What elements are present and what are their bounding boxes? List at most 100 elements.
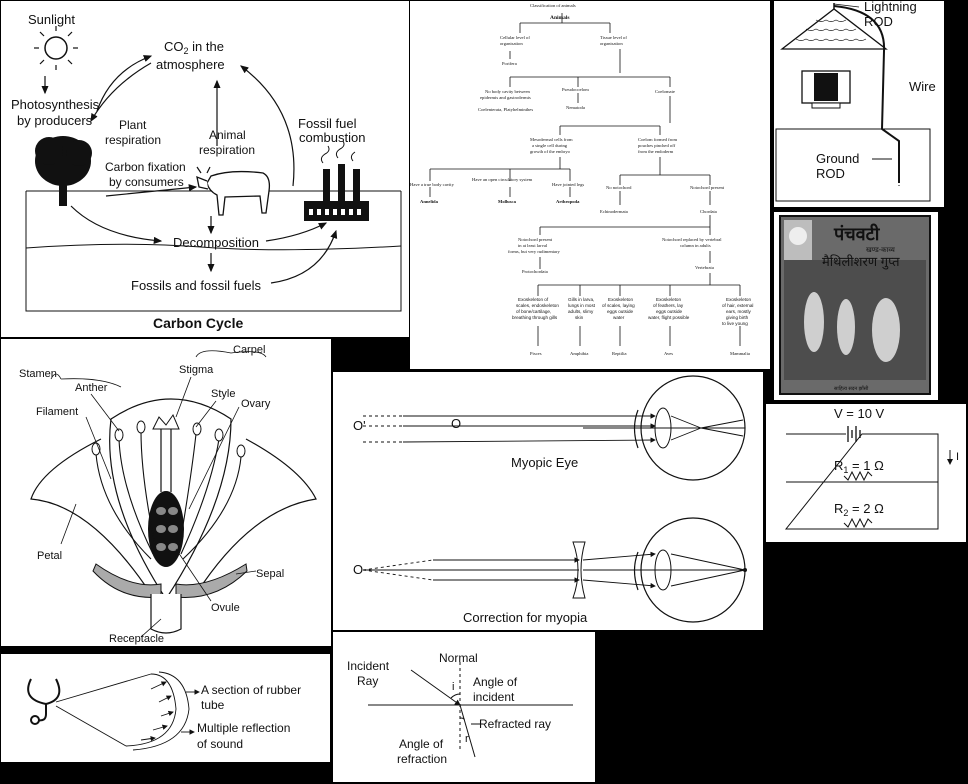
node-coelom-2: pouches pinched off <box>638 143 676 148</box>
book-author: मैथिलीशरण गुप्त <box>822 254 900 270</box>
node-animals: Animals <box>550 15 570 21</box>
node-meso-1: Mesodermal cells from <box>530 137 573 142</box>
label-refracted-ray: Refracted ray <box>479 717 551 731</box>
desc-amph-1: Gills in larva, <box>568 297 594 302</box>
node-coelomate: Coelomate <box>655 89 675 94</box>
node-body-cavity: Have a true body cavity <box>410 182 455 187</box>
carbon-cycle-diagram: Sunlight CO2 in the atmosphere Photosynt… <box>1 1 409 337</box>
node-aves: Aves <box>664 351 673 356</box>
node-tissue-2: organisation <box>600 41 623 46</box>
refraction-panel: Incident Ray Normal i Angle of incident … <box>333 632 595 782</box>
node-vert-2: column in adults <box>680 243 711 248</box>
label-receptacle: Receptacle <box>109 633 164 645</box>
label-r: r <box>465 733 469 745</box>
label-stigma: Stigma <box>179 364 214 376</box>
classification-panel: Classification of animals Animals Cellul… <box>410 1 770 369</box>
lightning-rod-diagram: Lightning ROD Wire Ground ROD <box>774 1 944 207</box>
label-wire: Wire <box>909 79 936 94</box>
myopia-panel: O' O Myopic Eye O Correction for myopia <box>333 372 763 630</box>
classification-title: Classification of animals <box>530 3 576 8</box>
node-noto-3: forms, but very rudimentary <box>508 249 560 255</box>
flower-diagram: Carpel Stamen Stigma Anther Style Filame… <box>1 339 331 646</box>
node-jointed-legs: Have jointed legs <box>552 182 584 187</box>
desc-aves-4: water, flight possible <box>648 315 690 320</box>
tree-icon <box>35 136 92 206</box>
label-ray: Ray <box>357 674 378 688</box>
label-combustion: combustion <box>299 130 365 145</box>
flower-panel: Carpel Stamen Stigma Anther Style Filame… <box>1 339 331 646</box>
desc-fish-2: scales, endoskeleton <box>516 303 559 308</box>
label-o-top: O <box>451 416 461 431</box>
label-petal: Petal <box>37 550 62 562</box>
label-myopic-eye: Myopic Eye <box>511 455 578 470</box>
book-publisher: साहित्य सदन झाँसी <box>834 385 869 392</box>
label-o-bottom: O <box>353 562 363 577</box>
label-angle-of-refraction-2: refraction <box>397 752 447 766</box>
node-meso-3: growth of the embryo <box>530 149 571 154</box>
node-nobody-1: No body cavity between <box>485 89 530 94</box>
node-meso-2: a single cell during <box>532 143 568 148</box>
classification-diagram: Classification of animals Animals Cellul… <box>410 1 770 369</box>
book-subtitle: खण्ड-काव्य <box>866 247 895 254</box>
label-co2: CO2 in the <box>164 39 224 56</box>
desc-rept-3: eggs outside <box>607 309 633 314</box>
node-annelida: Annelida <box>420 199 439 204</box>
label-photosynthesis: Photosynthesis <box>11 97 100 112</box>
desc-amph-2: lungs in most <box>568 303 596 308</box>
label-voltage: V = 10 V <box>834 406 885 421</box>
resistor-r2 <box>844 519 872 527</box>
label-fossil-fuel: Fossil fuel <box>298 116 357 131</box>
label-by-producers: by producers <box>17 113 93 128</box>
label-incident: Incident <box>347 659 390 673</box>
node-nobody-3: Coelenterata, Platyhelminthes <box>478 107 533 113</box>
label-ovule: Ovule <box>211 602 240 614</box>
label-plant-respiration: respiration <box>105 133 161 147</box>
desc-mamm-1: Exoskeleton <box>726 297 751 302</box>
stethoscope-diagram: A section of rubber tube Multiple reflec… <box>1 654 330 762</box>
node-tissue-1: Tissue level of <box>600 35 627 40</box>
carbon-cycle-title: Carbon Cycle <box>153 315 243 331</box>
label-atmosphere: atmosphere <box>156 57 225 72</box>
node-porifera: Porifera <box>502 61 517 66</box>
label-i: i <box>452 681 454 693</box>
label-multiple-reflection: Multiple reflection <box>197 721 290 735</box>
node-amphibia: Amphibia <box>570 351 588 356</box>
desc-mamm-4: giving birth <box>726 315 749 320</box>
node-nobody-2: epidermis and gastrodermis <box>480 95 531 100</box>
node-mollusca: Mollusca <box>498 199 517 204</box>
node-pisces: Pisces <box>530 351 542 356</box>
label-carpel: Carpel <box>233 344 265 356</box>
sun-icon <box>34 26 78 70</box>
refraction-diagram: Incident Ray Normal i Angle of incident … <box>333 632 595 782</box>
label-correction: Correction for myopia <box>463 610 588 625</box>
desc-rept-2: of scales, laying <box>602 303 635 308</box>
node-vert-1: Notochord replaced by vertebral <box>662 237 722 242</box>
circuit-diagram: V = 10 V R1 = 1 Ω R2 = 2 Ω I <box>766 404 966 542</box>
node-coelom-3: from the endoderm <box>638 149 674 154</box>
receptacle <box>151 594 181 633</box>
desc-mamm-3: ears, mostly <box>726 309 751 314</box>
label-decomposition: Decomposition <box>173 235 259 250</box>
label-animal: Animal <box>209 128 246 142</box>
label-angle-of-refraction-1: Angle of <box>399 737 444 751</box>
node-notochord: Notochord present <box>690 185 725 190</box>
desc-rept-1: Exoskeleton <box>608 297 633 302</box>
label-of-sound: of sound <box>197 737 243 751</box>
node-mammalia: Mammalia <box>730 351 750 356</box>
desc-fish-1: Exoskeleton of <box>518 297 549 302</box>
book-cover: पंचवटी खण्ड-काव्य मैथिलीशरण गुप्त साहित्… <box>774 212 938 400</box>
myopia-diagram: O' O Myopic Eye O Correction for myopia <box>333 372 763 630</box>
book-title: पंचवटी <box>833 223 881 244</box>
node-reptilia: Reptilia <box>612 351 627 356</box>
lightning-rod-panel: Lightning ROD Wire Ground ROD <box>774 1 944 207</box>
book-cover-panel: पंचवटी खण्ड-काव्य मैथिलीशरण गुप्त साहित्… <box>774 212 938 400</box>
label-r1: R1 = 1 Ω <box>834 458 884 475</box>
label-incident-angle: incident <box>473 690 515 704</box>
label-style: Style <box>211 388 235 400</box>
node-pseudocoelom: Pseudocoelom <box>562 87 589 92</box>
node-noto-2: in at least larval <box>518 243 548 248</box>
label-by-consumers: by consumers <box>109 175 184 189</box>
node-protochordata: Protochordata <box>522 269 548 274</box>
node-vertebrata: Vertebrata <box>695 265 714 270</box>
label-plant: Plant <box>119 118 147 132</box>
